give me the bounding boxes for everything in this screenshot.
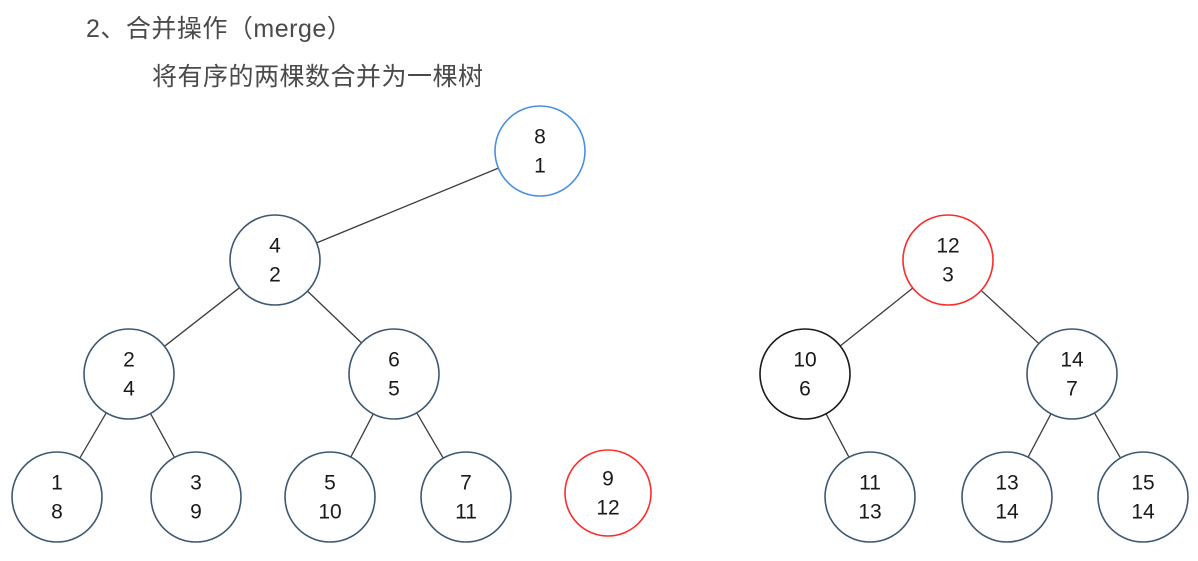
node-key-label: 5	[324, 472, 336, 495]
tree-edge	[1093, 412, 1122, 459]
node-key-label: 12	[936, 235, 959, 258]
node-key-label: 11	[859, 472, 881, 495]
tree-edge	[416, 412, 444, 459]
node-dist-label: 12	[596, 497, 619, 520]
tree-edge	[1027, 413, 1052, 458]
node-key-label: 3	[190, 472, 202, 495]
nodes-layer: 8142246518395107119121231061471113131415…	[11, 105, 1189, 543]
node-key-label: 9	[602, 468, 614, 491]
node-key-label: 6	[388, 349, 400, 372]
node-dist-label: 5	[388, 378, 400, 401]
node-key-label: 7	[460, 472, 472, 495]
node-circle	[1026, 328, 1118, 420]
node-key-label: 1	[51, 472, 63, 495]
tree-node[interactable]: 711	[420, 451, 512, 543]
tree-node[interactable]: 18	[11, 451, 103, 543]
node-circle	[902, 214, 994, 306]
page-title: 2、合并操作（merge）	[86, 15, 353, 43]
tree-edge	[307, 290, 362, 344]
tree-edge	[164, 287, 240, 347]
node-key-label: 15	[1131, 472, 1154, 495]
tree-node[interactable]: 39	[150, 451, 242, 543]
node-circle	[564, 449, 652, 537]
node-dist-label: 14	[995, 501, 1019, 524]
page-subtitle: 将有序的两棵数合并为一棵树	[152, 63, 484, 91]
node-dist-label: 1	[534, 155, 546, 178]
node-dist-label: 14	[1131, 501, 1155, 524]
tree-node[interactable]: 510	[284, 451, 376, 543]
node-dist-label: 9	[190, 501, 202, 524]
edges-layer	[79, 167, 1122, 459]
tree-edge	[350, 413, 374, 458]
node-dist-label: 8	[51, 501, 63, 524]
node-key-label: 4	[269, 235, 281, 258]
node-dist-label: 3	[942, 264, 954, 287]
node-circle	[824, 451, 916, 543]
tree-edge	[825, 413, 850, 458]
tree-node[interactable]: 24	[83, 328, 175, 420]
tree-node[interactable]: 106	[759, 328, 851, 420]
node-key-label: 2	[123, 349, 135, 372]
node-circle	[83, 328, 175, 420]
tree-node[interactable]: 147	[1026, 328, 1118, 420]
tree-edge	[980, 289, 1040, 345]
node-dist-label: 6	[799, 378, 811, 401]
node-circle	[11, 451, 103, 543]
node-circle	[1097, 451, 1189, 543]
node-circle	[284, 451, 376, 543]
tree-node[interactable]: 912	[564, 449, 652, 537]
node-key-label: 14	[1060, 349, 1084, 372]
tree-node[interactable]: 123	[902, 214, 994, 306]
node-circle	[494, 105, 586, 197]
node-circle	[229, 214, 321, 306]
tree-edge	[839, 287, 914, 347]
node-circle	[759, 328, 851, 420]
node-key-label: 8	[534, 126, 546, 149]
tree-edge	[316, 167, 499, 244]
node-circle	[348, 328, 440, 420]
node-circle	[420, 451, 512, 543]
node-circle	[150, 451, 242, 543]
node-key-label: 13	[995, 472, 1018, 495]
node-dist-label: 2	[269, 264, 281, 287]
tree-node[interactable]: 65	[348, 328, 440, 420]
node-dist-label: 13	[858, 501, 881, 524]
tree-edge	[79, 412, 107, 459]
node-dist-label: 4	[123, 378, 135, 401]
tree-edge	[149, 413, 176, 458]
tree-node[interactable]: 81	[494, 105, 586, 197]
tree-node[interactable]: 42	[229, 214, 321, 306]
node-key-label: 10	[793, 349, 816, 372]
node-dist-label: 11	[455, 501, 477, 524]
node-dist-label: 7	[1066, 378, 1078, 401]
node-circle	[961, 451, 1053, 543]
node-dist-label: 10	[318, 501, 341, 524]
